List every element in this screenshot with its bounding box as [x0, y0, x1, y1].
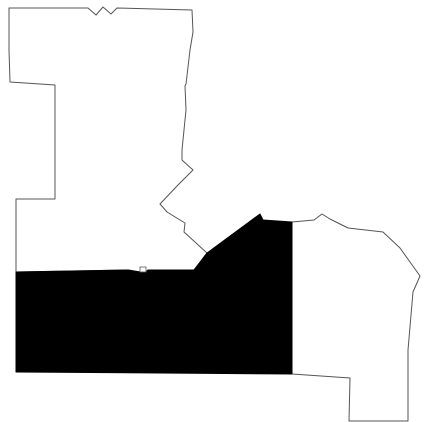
region-east[interactable]: [291, 213, 421, 422]
boundary-marker: [139, 266, 147, 273]
region-north[interactable]: [8, 6, 208, 273]
